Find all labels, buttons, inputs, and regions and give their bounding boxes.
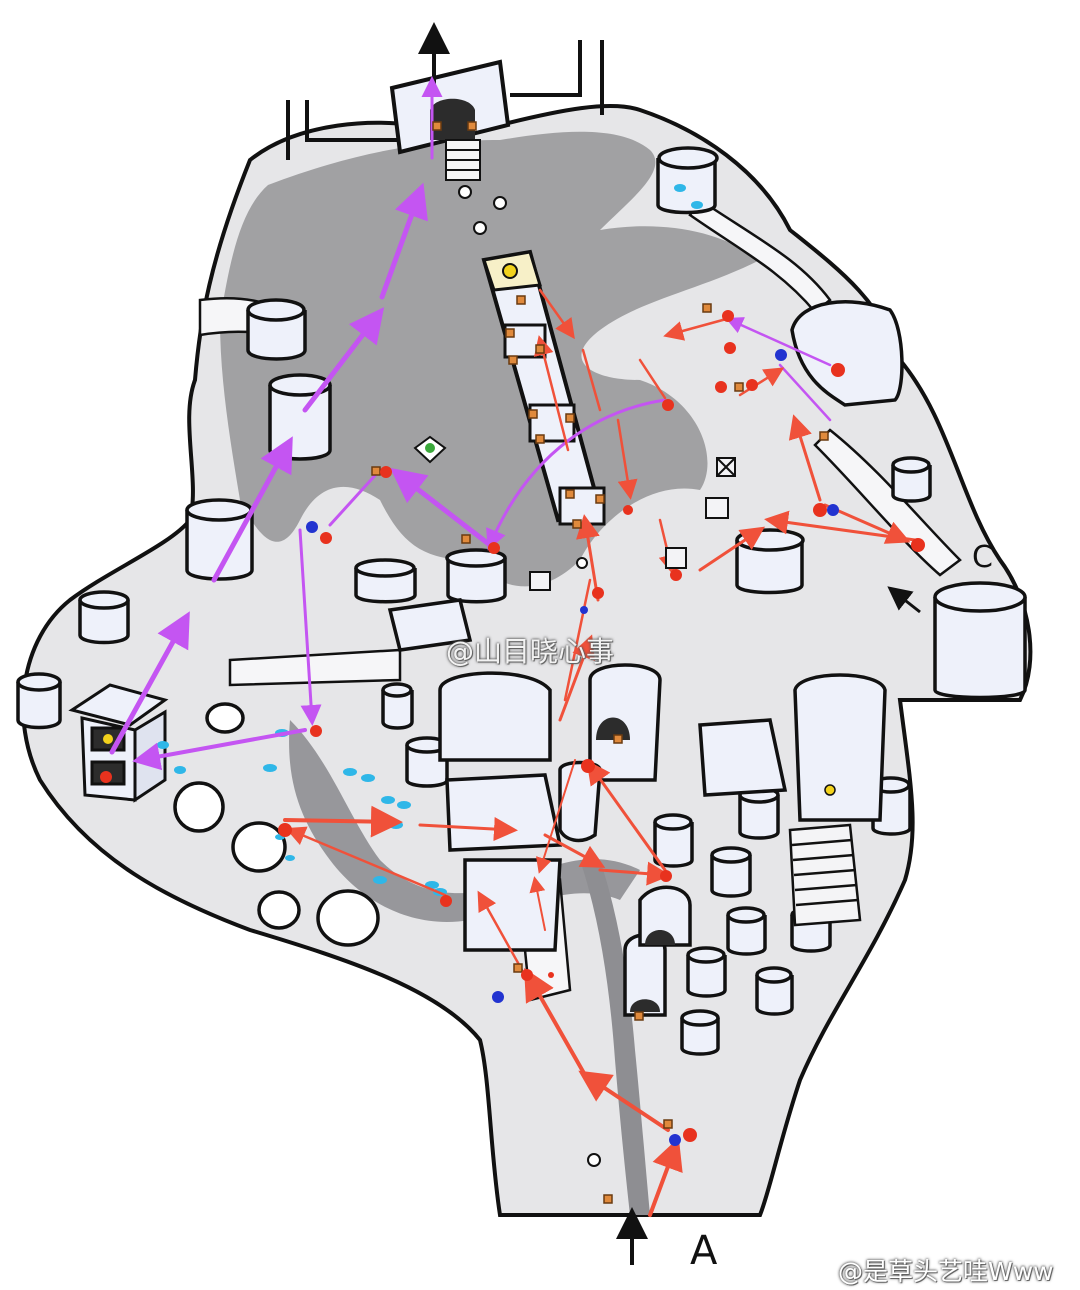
dark-floor-area: [220, 131, 760, 587]
watermark-center: @山目晓心事: [446, 635, 615, 668]
exit-c-arrow: [887, 586, 921, 614]
boulders: [173, 702, 380, 947]
red-route: [283, 288, 917, 1217]
top-gate-walls: [286, 40, 604, 160]
stream-channel: [580, 860, 650, 1215]
green-gem-dot: [425, 443, 435, 453]
gold-coin-icon: [824, 784, 836, 796]
water-dots: [157, 184, 703, 896]
chest-icon: [502, 263, 518, 279]
top-gate-building: [389, 59, 511, 181]
red-dots: [100, 310, 925, 1142]
buildings: [387, 300, 904, 1017]
stairs-east: [788, 823, 862, 927]
blue-dots: [306, 349, 839, 1146]
watermark-corner: @是草头艺哇Www: [838, 1257, 1054, 1286]
entrance-a-label: A: [690, 1228, 718, 1274]
exit-c-label: C: [972, 540, 993, 575]
statue-icons: [458, 185, 601, 1167]
chest-icons: [529, 457, 736, 591]
purple-route: [109, 76, 832, 771]
